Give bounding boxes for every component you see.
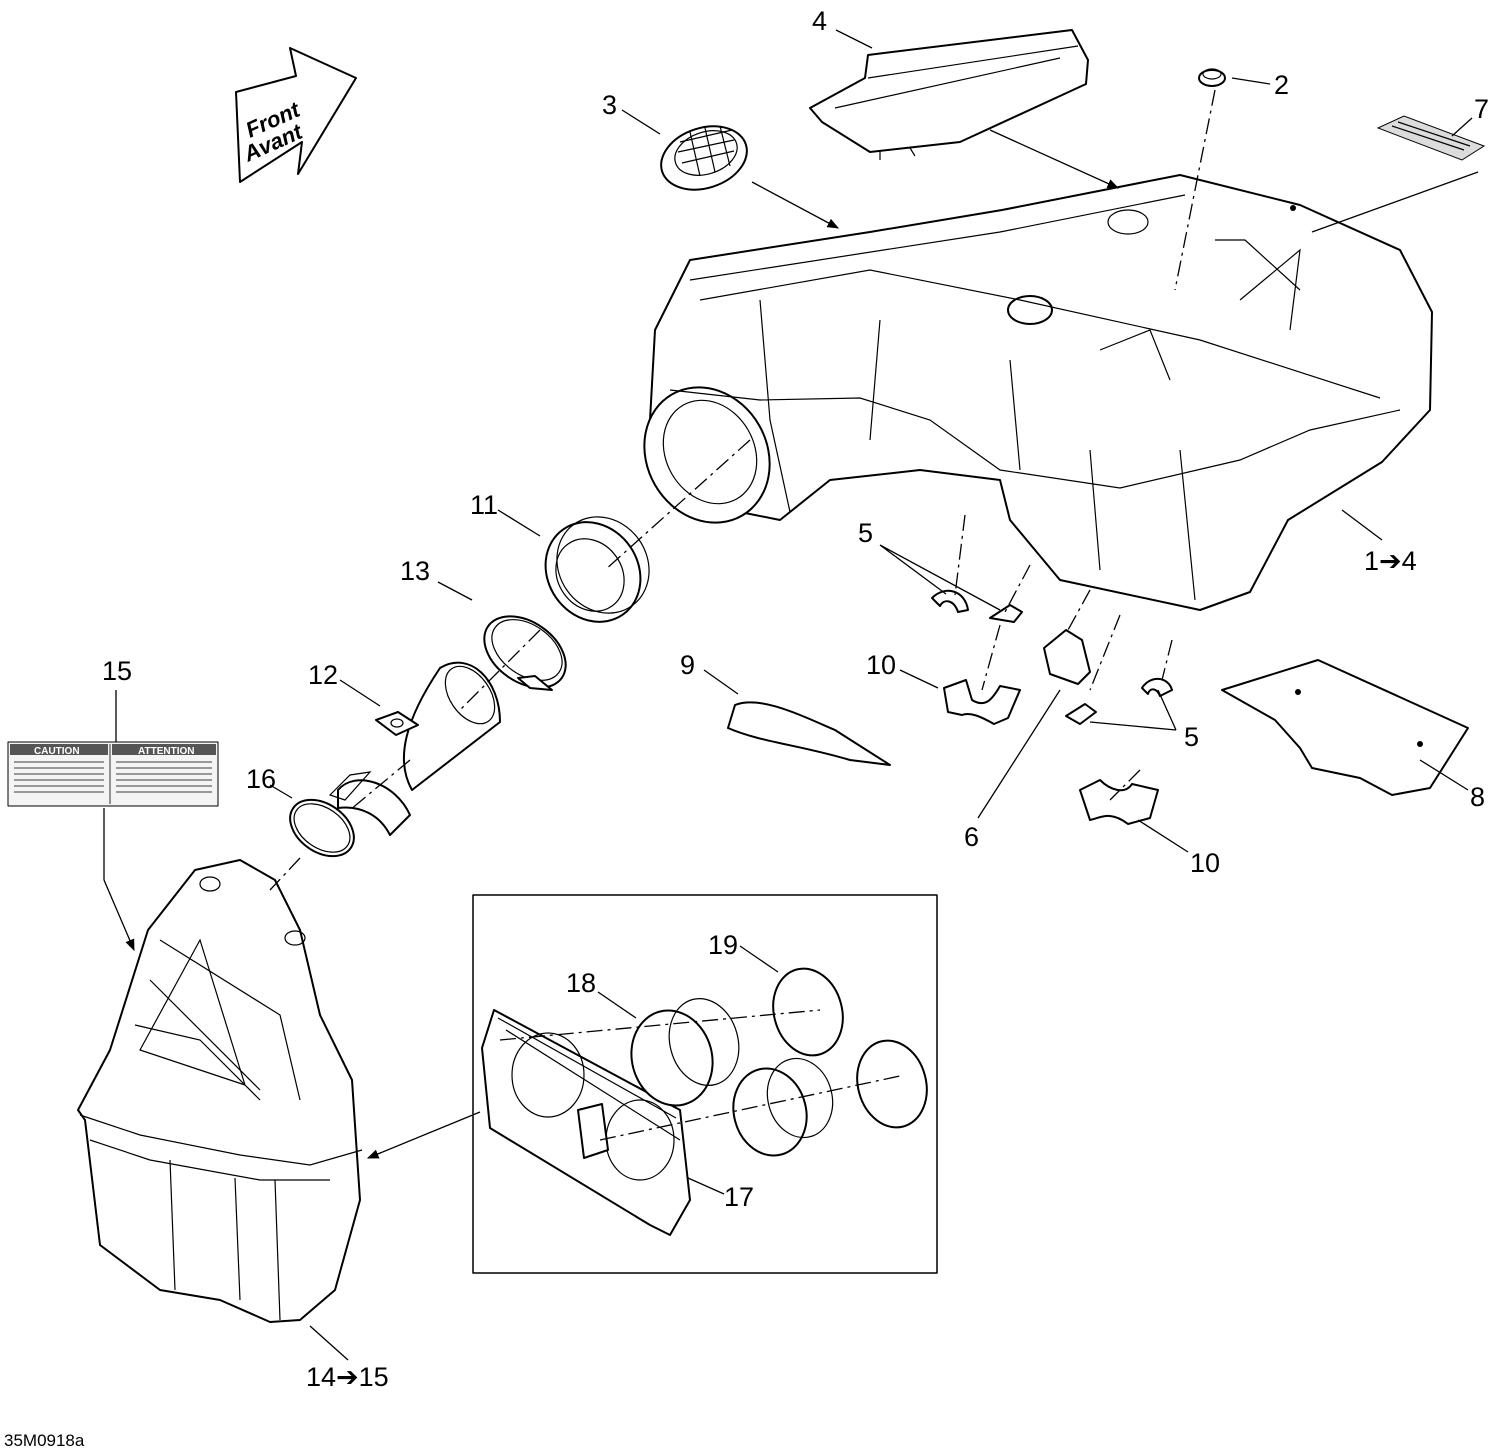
callout-6: 6 (964, 822, 979, 852)
attention-heading: ATTENTION (138, 746, 194, 757)
part-14-filter-housing (77, 859, 363, 1323)
callout-15: 15 (102, 656, 132, 686)
part-5-clips (931, 589, 1173, 725)
callout-18: 18 (566, 968, 596, 998)
callout-numbers: 4 2 3 7 1➔4 11 13 5 12 15 9 10 5 8 16 6 … (4, 6, 1489, 1450)
callout-10-lower: 10 (1190, 848, 1220, 878)
inset-detail-box (472, 894, 938, 1274)
front-direction-arrow: Front Avant (235, 47, 357, 183)
callout-5-upper: 5 (858, 518, 873, 548)
part-10-retainers (943, 679, 1159, 825)
callout-5-lower: 5 (1184, 722, 1199, 752)
caution-heading: CAUTION (34, 746, 80, 757)
part-16-o-ring (289, 798, 355, 858)
callout-14-15: 14➔15 (306, 1362, 389, 1392)
callout-13: 13 (400, 556, 430, 586)
part-6-bracket (1043, 629, 1091, 685)
callout-3: 3 (602, 90, 617, 120)
callout-12: 12 (308, 660, 338, 690)
part-1-air-box-housing (643, 174, 1433, 611)
callout-19: 19 (708, 930, 738, 960)
part-11-intake-boot (544, 516, 650, 623)
part-3-intake-grill (660, 125, 748, 191)
leader-lines (103, 29, 1479, 1361)
part-12-intake-tube (328, 661, 501, 836)
assembly-center-lines (269, 89, 1216, 1141)
part-15-caution-label: CAUTION ATTENTION (7, 741, 219, 807)
figure-code: 35M0918a (4, 1431, 85, 1450)
part-2-grommet (1198, 68, 1226, 87)
callout-10-upper: 10 (866, 650, 896, 680)
part-7-decal (1376, 115, 1486, 161)
callout-9: 9 (680, 650, 695, 680)
callout-17: 17 (724, 1182, 754, 1212)
callout-4: 4 (812, 6, 827, 36)
callout-1-4: 1➔4 (1364, 546, 1417, 576)
callout-11: 11 (470, 490, 498, 520)
part-13-clamp (483, 615, 567, 691)
callout-8: 8 (1470, 782, 1485, 812)
part-8-heat-shield (1221, 659, 1469, 796)
callout-2: 2 (1274, 70, 1289, 100)
callout-7: 7 (1474, 94, 1489, 124)
part-9-deflector (727, 701, 891, 766)
assembly-arrows (103, 129, 1120, 1159)
callout-16: 16 (246, 764, 276, 794)
part-4-intake-cover (809, 29, 1089, 160)
